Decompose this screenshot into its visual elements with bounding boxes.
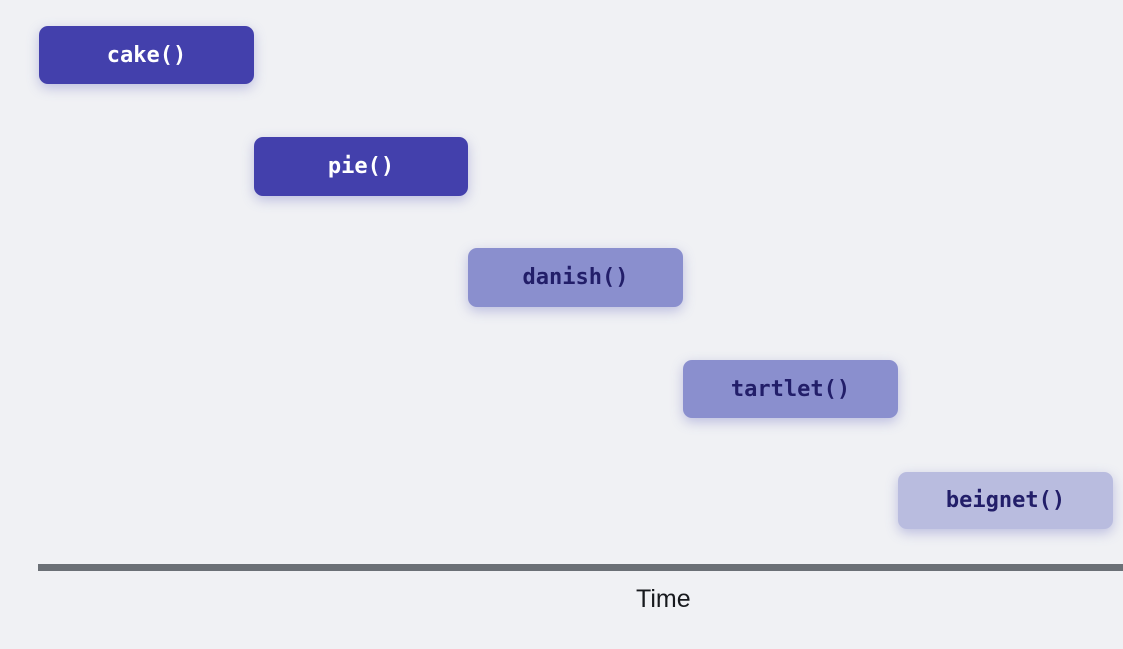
call-box-pie: pie() (254, 137, 468, 196)
call-box-cake: cake() (39, 26, 254, 84)
time-axis-line (38, 564, 1123, 571)
time-axis-label: Time (636, 585, 691, 613)
call-box-beignet: beignet() (898, 472, 1113, 529)
call-box-danish: danish() (468, 248, 683, 307)
call-box-tartlet: tartlet() (683, 360, 898, 418)
